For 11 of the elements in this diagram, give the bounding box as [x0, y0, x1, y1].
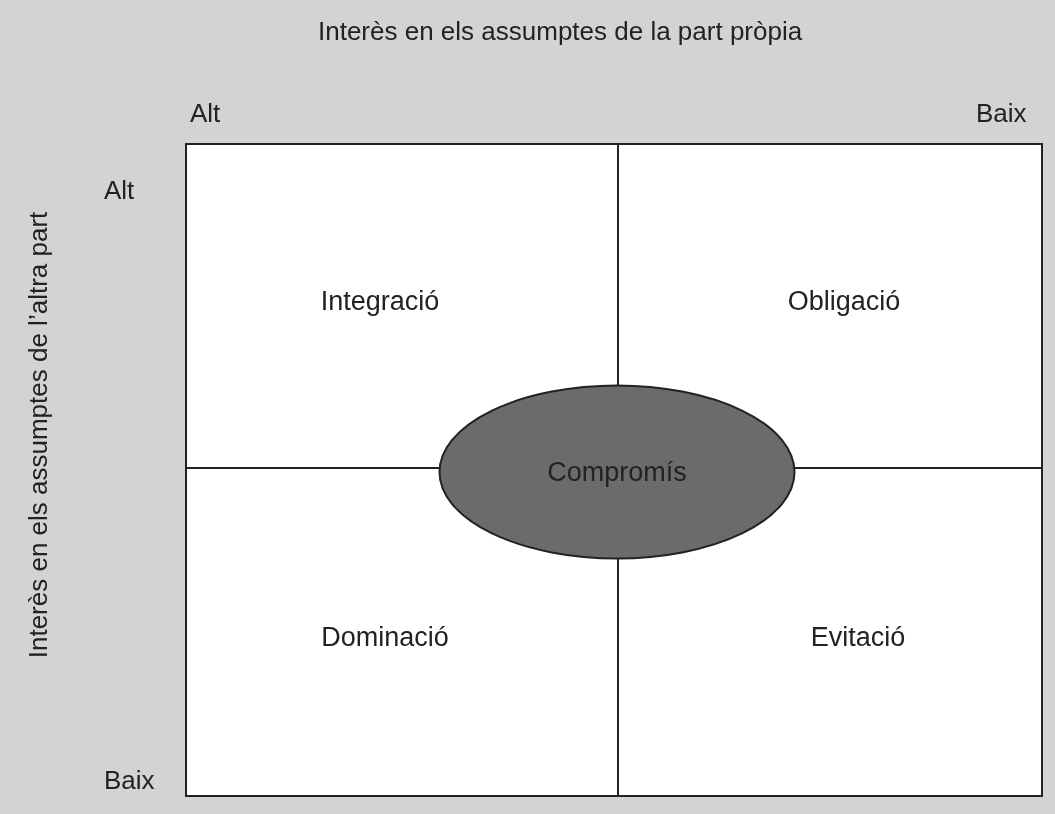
- axis-tick-label: Baix: [976, 98, 1027, 129]
- axis-title: Interès en els assumptes de l’altra part: [22, 211, 54, 659]
- quadrant-label: Dominació: [321, 621, 449, 653]
- quadrant-label: Integració: [320, 285, 440, 317]
- ellipse-label: Compromís: [547, 456, 687, 488]
- axis-tick-label: Alt: [104, 175, 135, 206]
- quadrant-label: Obligació: [787, 285, 901, 317]
- quadrant-label: Evitació: [810, 621, 906, 653]
- axis-tick-label: Baix: [104, 765, 155, 796]
- axis-title: Interès en els assumptes de la part pròpia: [318, 16, 803, 47]
- axis-tick-label: Alt: [190, 98, 221, 129]
